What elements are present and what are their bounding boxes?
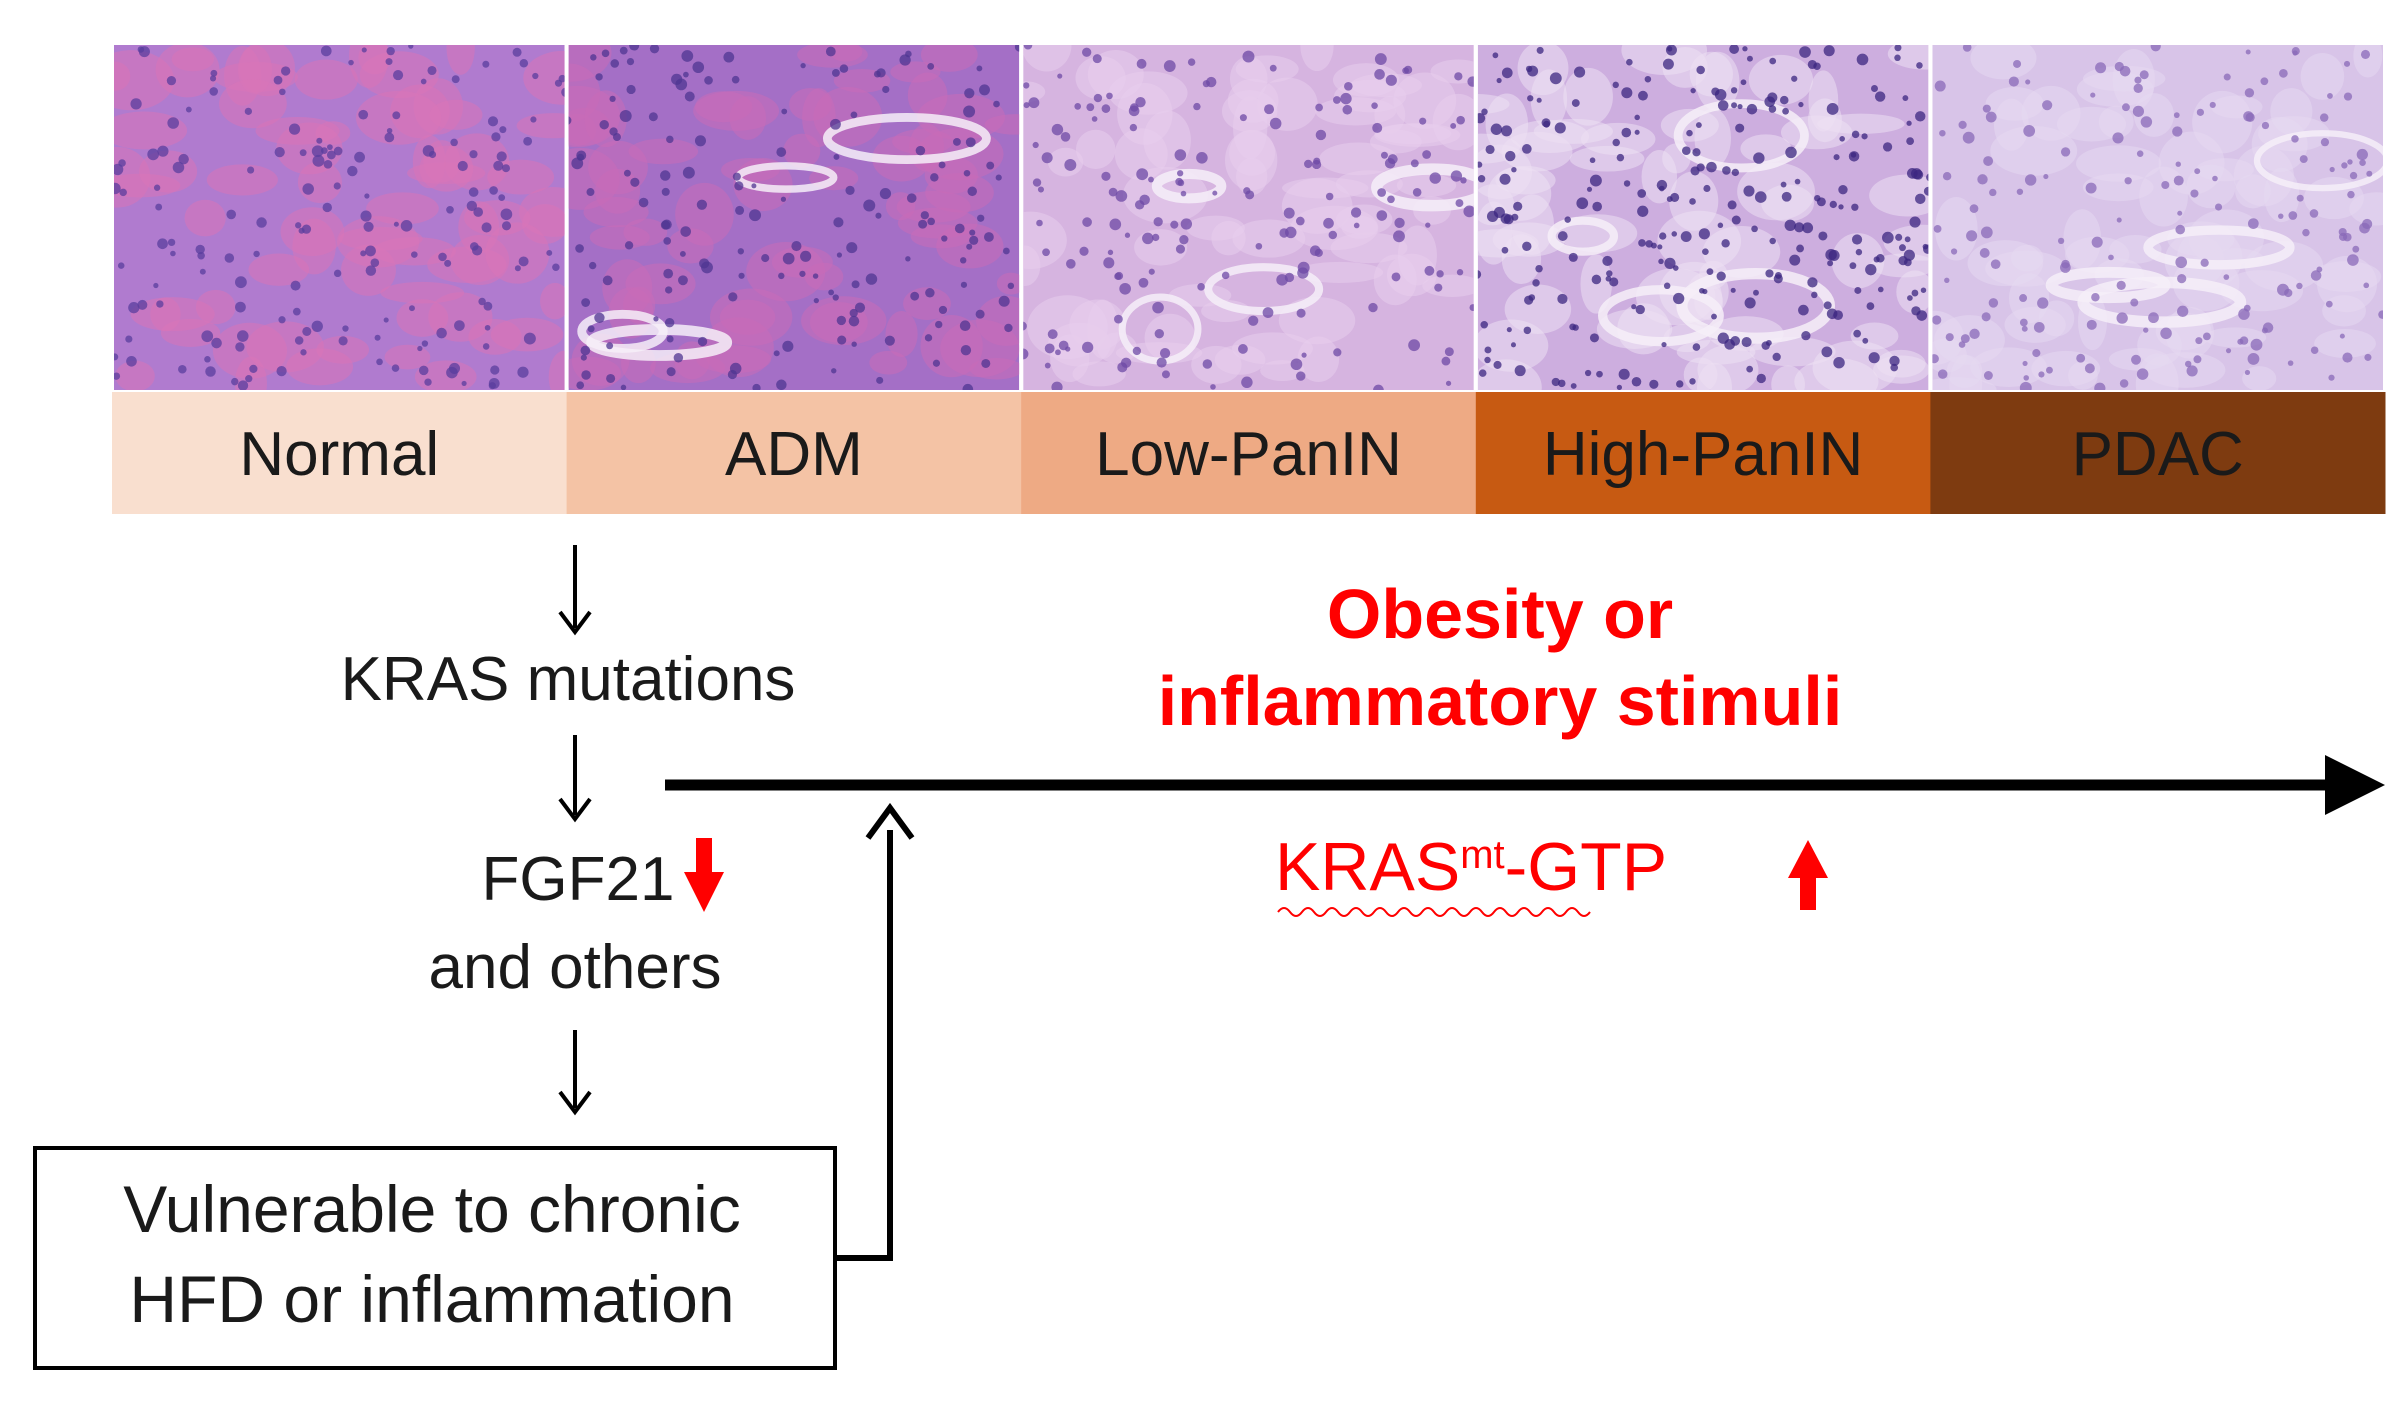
flow-column: KRAS mutations FGF21 and others Vulnerab… [33, 545, 915, 1370]
stage-band-high-panin [1475, 392, 1931, 514]
histology-panel-adm [568, 45, 1020, 390]
down-arrow-3-head [558, 1090, 592, 1116]
vulnerable-line-1: Vulnerable to chronic [123, 1172, 741, 1246]
stimuli-line-2: inflammatory stimuli [1158, 662, 1843, 740]
stage-band-low-panin [1021, 392, 1477, 514]
fgf21-others-text: and others [429, 933, 722, 1002]
stage-bands: Normal ADM Low-PanIN High-PanIN PDAC [112, 392, 2386, 514]
stage-band-normal [112, 392, 568, 514]
down-arrow-2-head [558, 797, 592, 823]
stage-label-normal: Normal [239, 420, 439, 489]
histology-panel-high-panin [1477, 45, 1929, 390]
kras-gtp-suffix: -GTP [1505, 829, 1667, 905]
stage-label-high-panin: High-PanIN [1543, 420, 1863, 489]
kras-gtp-label: KRASmt-GTP [1275, 829, 1667, 917]
stage-band-pdac [1930, 392, 2386, 514]
box-connector-head [865, 802, 915, 840]
histology-panel-low-panin [1023, 45, 1474, 390]
stimuli-line-1: Obesity or [1327, 575, 1673, 653]
kras-gtp-superscript: mt [1460, 833, 1504, 877]
kras-increase-arrow-icon [1788, 840, 1828, 910]
box-connector [835, 830, 893, 1261]
histology-panel-pdac [1932, 45, 2384, 390]
down-arrow-1-head [558, 610, 592, 636]
stage-label-pdac: PDAC [2072, 420, 2244, 489]
kras-gtp-base: KRASmt-GTP [1275, 829, 1667, 905]
stage-label-adm: ADM [725, 420, 863, 489]
fgf21-text: FGF21 [482, 845, 675, 914]
vulnerable-line-2: HFD or inflammation [129, 1262, 734, 1336]
histology-panel-normal [114, 45, 565, 390]
fgf21-decrease-arrow-icon [684, 838, 724, 912]
stage-label-low-panin: Low-PanIN [1095, 420, 1402, 489]
kras-gtp-base-text: KRAS [1275, 829, 1460, 905]
kras-mutations-text: KRAS mutations [341, 645, 796, 714]
spell-check-underline [1277, 907, 1591, 917]
histology-panels [114, 45, 2384, 390]
vulnerable-box [33, 1146, 837, 1370]
main-progression-arrow [665, 755, 2385, 815]
stage-band-adm [566, 392, 1022, 514]
